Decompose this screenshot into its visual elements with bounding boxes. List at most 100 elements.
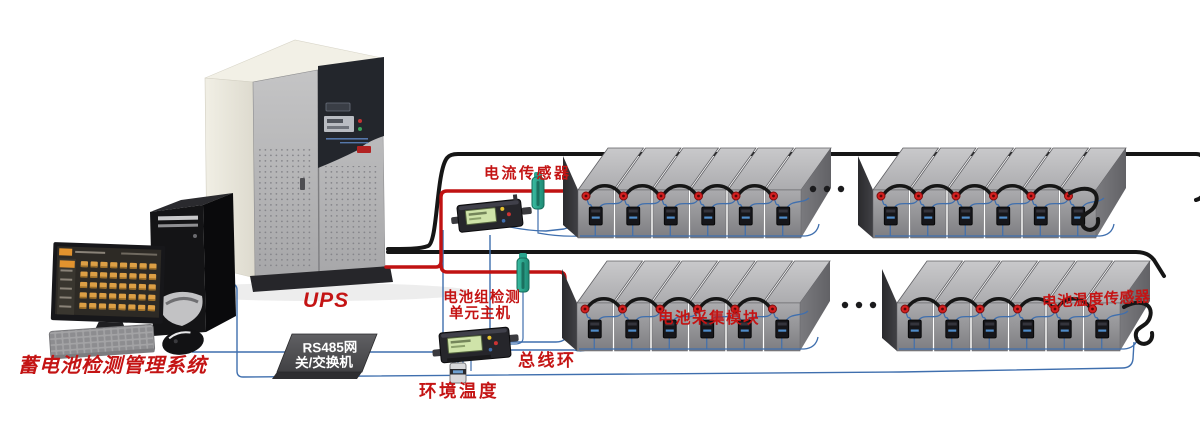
battery-link-cable bbox=[587, 184, 623, 196]
battery-terminal-center bbox=[771, 307, 774, 311]
module-top-band bbox=[627, 322, 637, 326]
module-wire-right bbox=[673, 199, 699, 209]
battery-link-cable bbox=[906, 297, 942, 309]
module-wire-left bbox=[942, 311, 950, 322]
battery-terminal-center bbox=[772, 194, 775, 198]
monitor-battery-icon-base bbox=[79, 296, 87, 299]
battery-terminal-center bbox=[733, 307, 737, 311]
ups-panel-display bbox=[324, 116, 354, 132]
ellipsis-dot bbox=[869, 301, 877, 309]
module-wire-right bbox=[711, 199, 736, 209]
battery-terminal-center bbox=[1067, 194, 1070, 198]
battery-link-cable bbox=[737, 184, 773, 196]
module-top-band bbox=[777, 322, 787, 326]
label-ambient-temperature: 环境温度 bbox=[419, 381, 499, 401]
monitor-sidebar-item bbox=[60, 269, 73, 272]
battery-side-face bbox=[801, 148, 831, 238]
monitor-battery-icon-base bbox=[137, 309, 146, 311]
mouse-wheel bbox=[173, 339, 178, 344]
ellipsis-dot bbox=[855, 301, 863, 309]
battery-link-cable bbox=[586, 297, 622, 309]
module-wire-left bbox=[772, 311, 780, 322]
tower-power-button bbox=[193, 234, 197, 238]
monitor-battery-icon-base bbox=[128, 298, 136, 301]
battery-group bbox=[562, 260, 831, 352]
unit-bottom-screen bbox=[446, 335, 483, 354]
monitor-sidebar-item bbox=[59, 296, 72, 299]
unit-bottom-screen-line bbox=[450, 339, 471, 344]
module-top-band bbox=[1022, 322, 1032, 326]
monitor-battery-icon-base bbox=[79, 307, 87, 309]
battery-link-cable bbox=[882, 184, 918, 196]
battery-link-cable bbox=[1018, 297, 1054, 309]
monitor-sidebar-item bbox=[59, 287, 72, 290]
gateway-box-top bbox=[276, 333, 378, 373]
battery-left-cap bbox=[563, 156, 578, 238]
module-wire-left bbox=[905, 311, 912, 322]
module-display-slit bbox=[703, 329, 712, 332]
module-wire-right bbox=[672, 312, 698, 322]
monitor-sidebar-item bbox=[60, 278, 73, 281]
label-ups: UPS bbox=[303, 289, 349, 312]
battery-link-cable bbox=[736, 297, 772, 309]
gateway-label-line1: RS485网 bbox=[302, 340, 357, 356]
ups-led-green bbox=[358, 127, 362, 131]
monitor-battery-icon-base bbox=[80, 265, 88, 268]
module-wire-right bbox=[636, 199, 661, 209]
battery-group bbox=[882, 260, 1151, 352]
unit-bottom-led-yellow bbox=[487, 335, 492, 340]
module-top-band bbox=[628, 209, 638, 213]
label-battery-collect-module: 电池采集模块 bbox=[658, 308, 760, 327]
monitor-battery-icon-base bbox=[109, 276, 117, 279]
module-wire-right bbox=[785, 310, 809, 322]
ups-cabinet bbox=[163, 39, 473, 301]
monitor-battery-icon-base bbox=[148, 288, 156, 291]
module-wire-right bbox=[968, 199, 994, 209]
module-top-band bbox=[985, 322, 995, 326]
monitor-battery-icon-base bbox=[100, 266, 108, 268]
battery-link-cable bbox=[662, 184, 698, 196]
battery-terminal-center bbox=[903, 307, 907, 311]
battery-link-cable bbox=[699, 184, 735, 196]
module-display-slit bbox=[665, 329, 674, 332]
mouse bbox=[162, 329, 204, 355]
mouse-highlight bbox=[168, 331, 191, 340]
module-wire-left bbox=[1068, 198, 1076, 209]
ups-led-red bbox=[358, 119, 362, 123]
ellipsis-dots-bottom bbox=[841, 301, 877, 309]
monitor-battery-icon-base bbox=[138, 288, 146, 291]
module-wire-right bbox=[1030, 312, 1055, 322]
module-wire-right bbox=[992, 312, 1018, 322]
monitor-sidebar-items bbox=[59, 269, 73, 308]
ups-panel-strip2 bbox=[340, 142, 368, 144]
module-display-slit bbox=[924, 216, 933, 219]
module-display-slit bbox=[1098, 329, 1107, 332]
monitor-battery-icon-base bbox=[128, 308, 136, 311]
ups-door-handle bbox=[300, 178, 305, 190]
ellipsis-dot bbox=[823, 185, 831, 193]
module-wire-right bbox=[893, 199, 919, 209]
battery-link-cable bbox=[623, 297, 659, 309]
module-display-slit bbox=[741, 216, 750, 219]
monitor-battery-icon-base bbox=[129, 267, 137, 269]
monitor-battery-grid bbox=[79, 261, 157, 312]
ups-shadow bbox=[163, 283, 473, 301]
detection-unit-top bbox=[451, 194, 532, 233]
module-top-band bbox=[703, 209, 713, 213]
label-detection-unit-line2: 单元主机 bbox=[449, 304, 511, 322]
module-display-slit bbox=[886, 216, 895, 219]
battery-terminal-center bbox=[917, 194, 920, 198]
blue-clamp-top-lead bbox=[537, 181, 581, 237]
battery-terminal-center bbox=[1053, 307, 1057, 311]
label-battery-temp-sensor: 电池温度传感器 bbox=[1042, 287, 1152, 311]
string-end-cables bbox=[809, 185, 1155, 346]
battery-terminal-center bbox=[1091, 307, 1094, 311]
label-current-sensor: 电流传感器 bbox=[484, 164, 572, 182]
module-top-band bbox=[741, 209, 751, 213]
current-clamp-top bbox=[531, 172, 545, 210]
black-end-cable-bottom bbox=[1122, 300, 1155, 346]
battery-link-cable bbox=[698, 297, 734, 309]
monitor-sidebar-active bbox=[59, 260, 75, 268]
tower-side bbox=[203, 193, 236, 332]
